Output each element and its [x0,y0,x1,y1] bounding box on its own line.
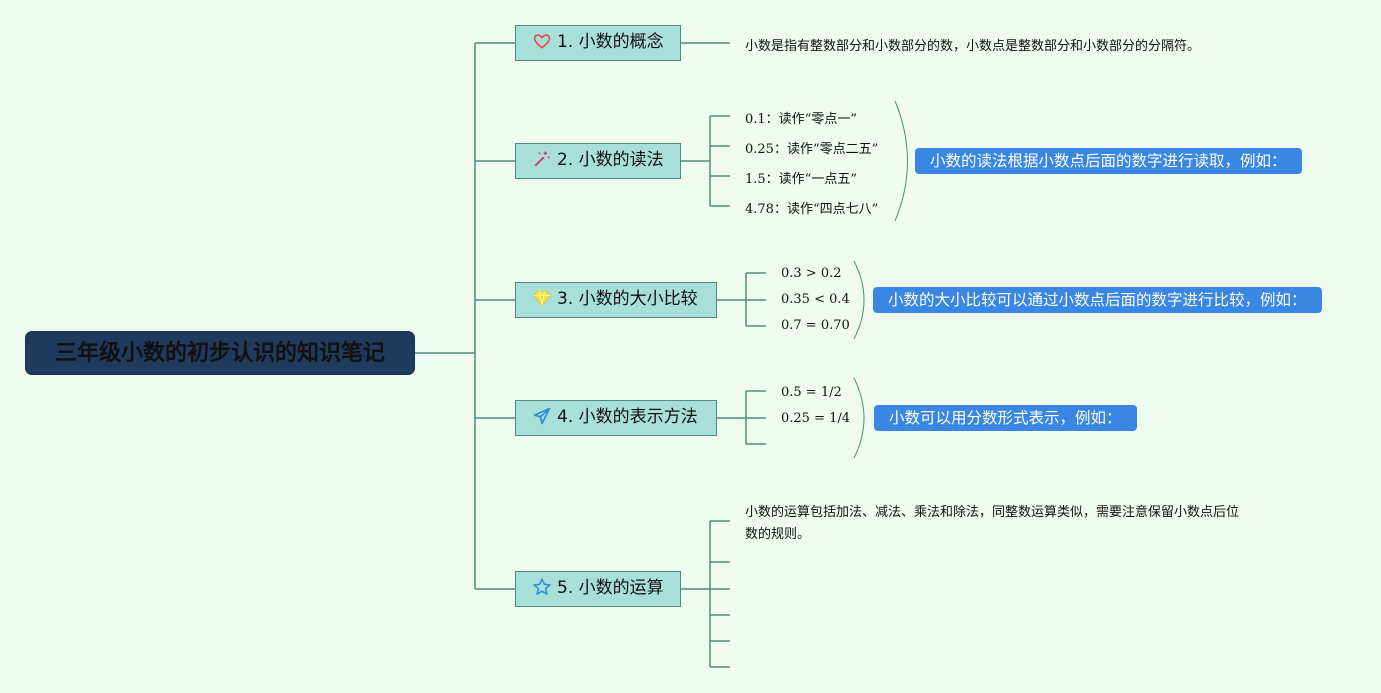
reading-item: 4.78：读作“四点七八” [745,202,879,217]
reading-item: 1.5：读作“一点五” [745,172,857,187]
paper-plane-icon [532,406,552,426]
star-icon [532,577,552,597]
reading-item: 0.25：读作“零点二五” [745,142,879,157]
branch-2-connector [680,115,730,207]
bracket-4 [853,377,865,459]
reading-item: 0.1：读作“零点一” [745,112,857,127]
reading-summary[interactable]: 小数的读法根据小数点后面的数字进行读取，例如： [915,148,1302,174]
branch-reading[interactable]: 2. 小数的读法 [515,143,681,179]
branch-comparison[interactable]: 3. 小数的大小比较 [515,282,717,318]
branch-3-connector [716,272,766,327]
branch-4-connector [716,390,766,445]
branch-label: 1. 小数的概念 [557,32,664,52]
comparison-summary[interactable]: 小数的大小比较可以通过小数点后面的数字进行比较，例如： [873,287,1322,313]
branch-label: 3. 小数的大小比较 [557,289,698,309]
concept-text: 小数是指有整数部分和小数部分的数，小数点是整数部分和小数部分的分隔符。 [745,39,1201,54]
magic-wand-icon [532,149,552,169]
comparison-item: 0.7 = 0.70 [781,318,850,333]
branch-5-connector [680,520,730,668]
branch-operations[interactable]: 5. 小数的运算 [515,571,681,607]
branch-label: 5. 小数的运算 [557,578,664,598]
comparison-item: 0.3 > 0.2 [781,266,842,281]
representation-item: 0.5 = 1/2 [781,385,842,400]
root-topic[interactable]: 三年级小数的初步认识的知识笔记 [25,331,415,375]
bracket-3 [853,260,865,340]
comparison-item: 0.35 < 0.4 [781,292,850,307]
bracket-2 [894,100,908,222]
branch-concept[interactable]: 1. 小数的概念 [515,25,681,61]
representation-item: 0.25 = 1/4 [781,411,851,426]
diamond-icon [532,288,552,308]
operations-text: 小数的运算包括加法、减法、乘法和除法，同整数运算类似，需要注意保留小数点后位数的… [745,505,1240,542]
branch-representation[interactable]: 4. 小数的表示方法 [515,400,717,436]
representation-summary[interactable]: 小数可以用分数形式表示，例如： [874,405,1137,431]
branch-label: 4. 小数的表示方法 [557,407,698,427]
branch-label: 2. 小数的读法 [557,150,664,170]
heart-icon [532,31,552,51]
